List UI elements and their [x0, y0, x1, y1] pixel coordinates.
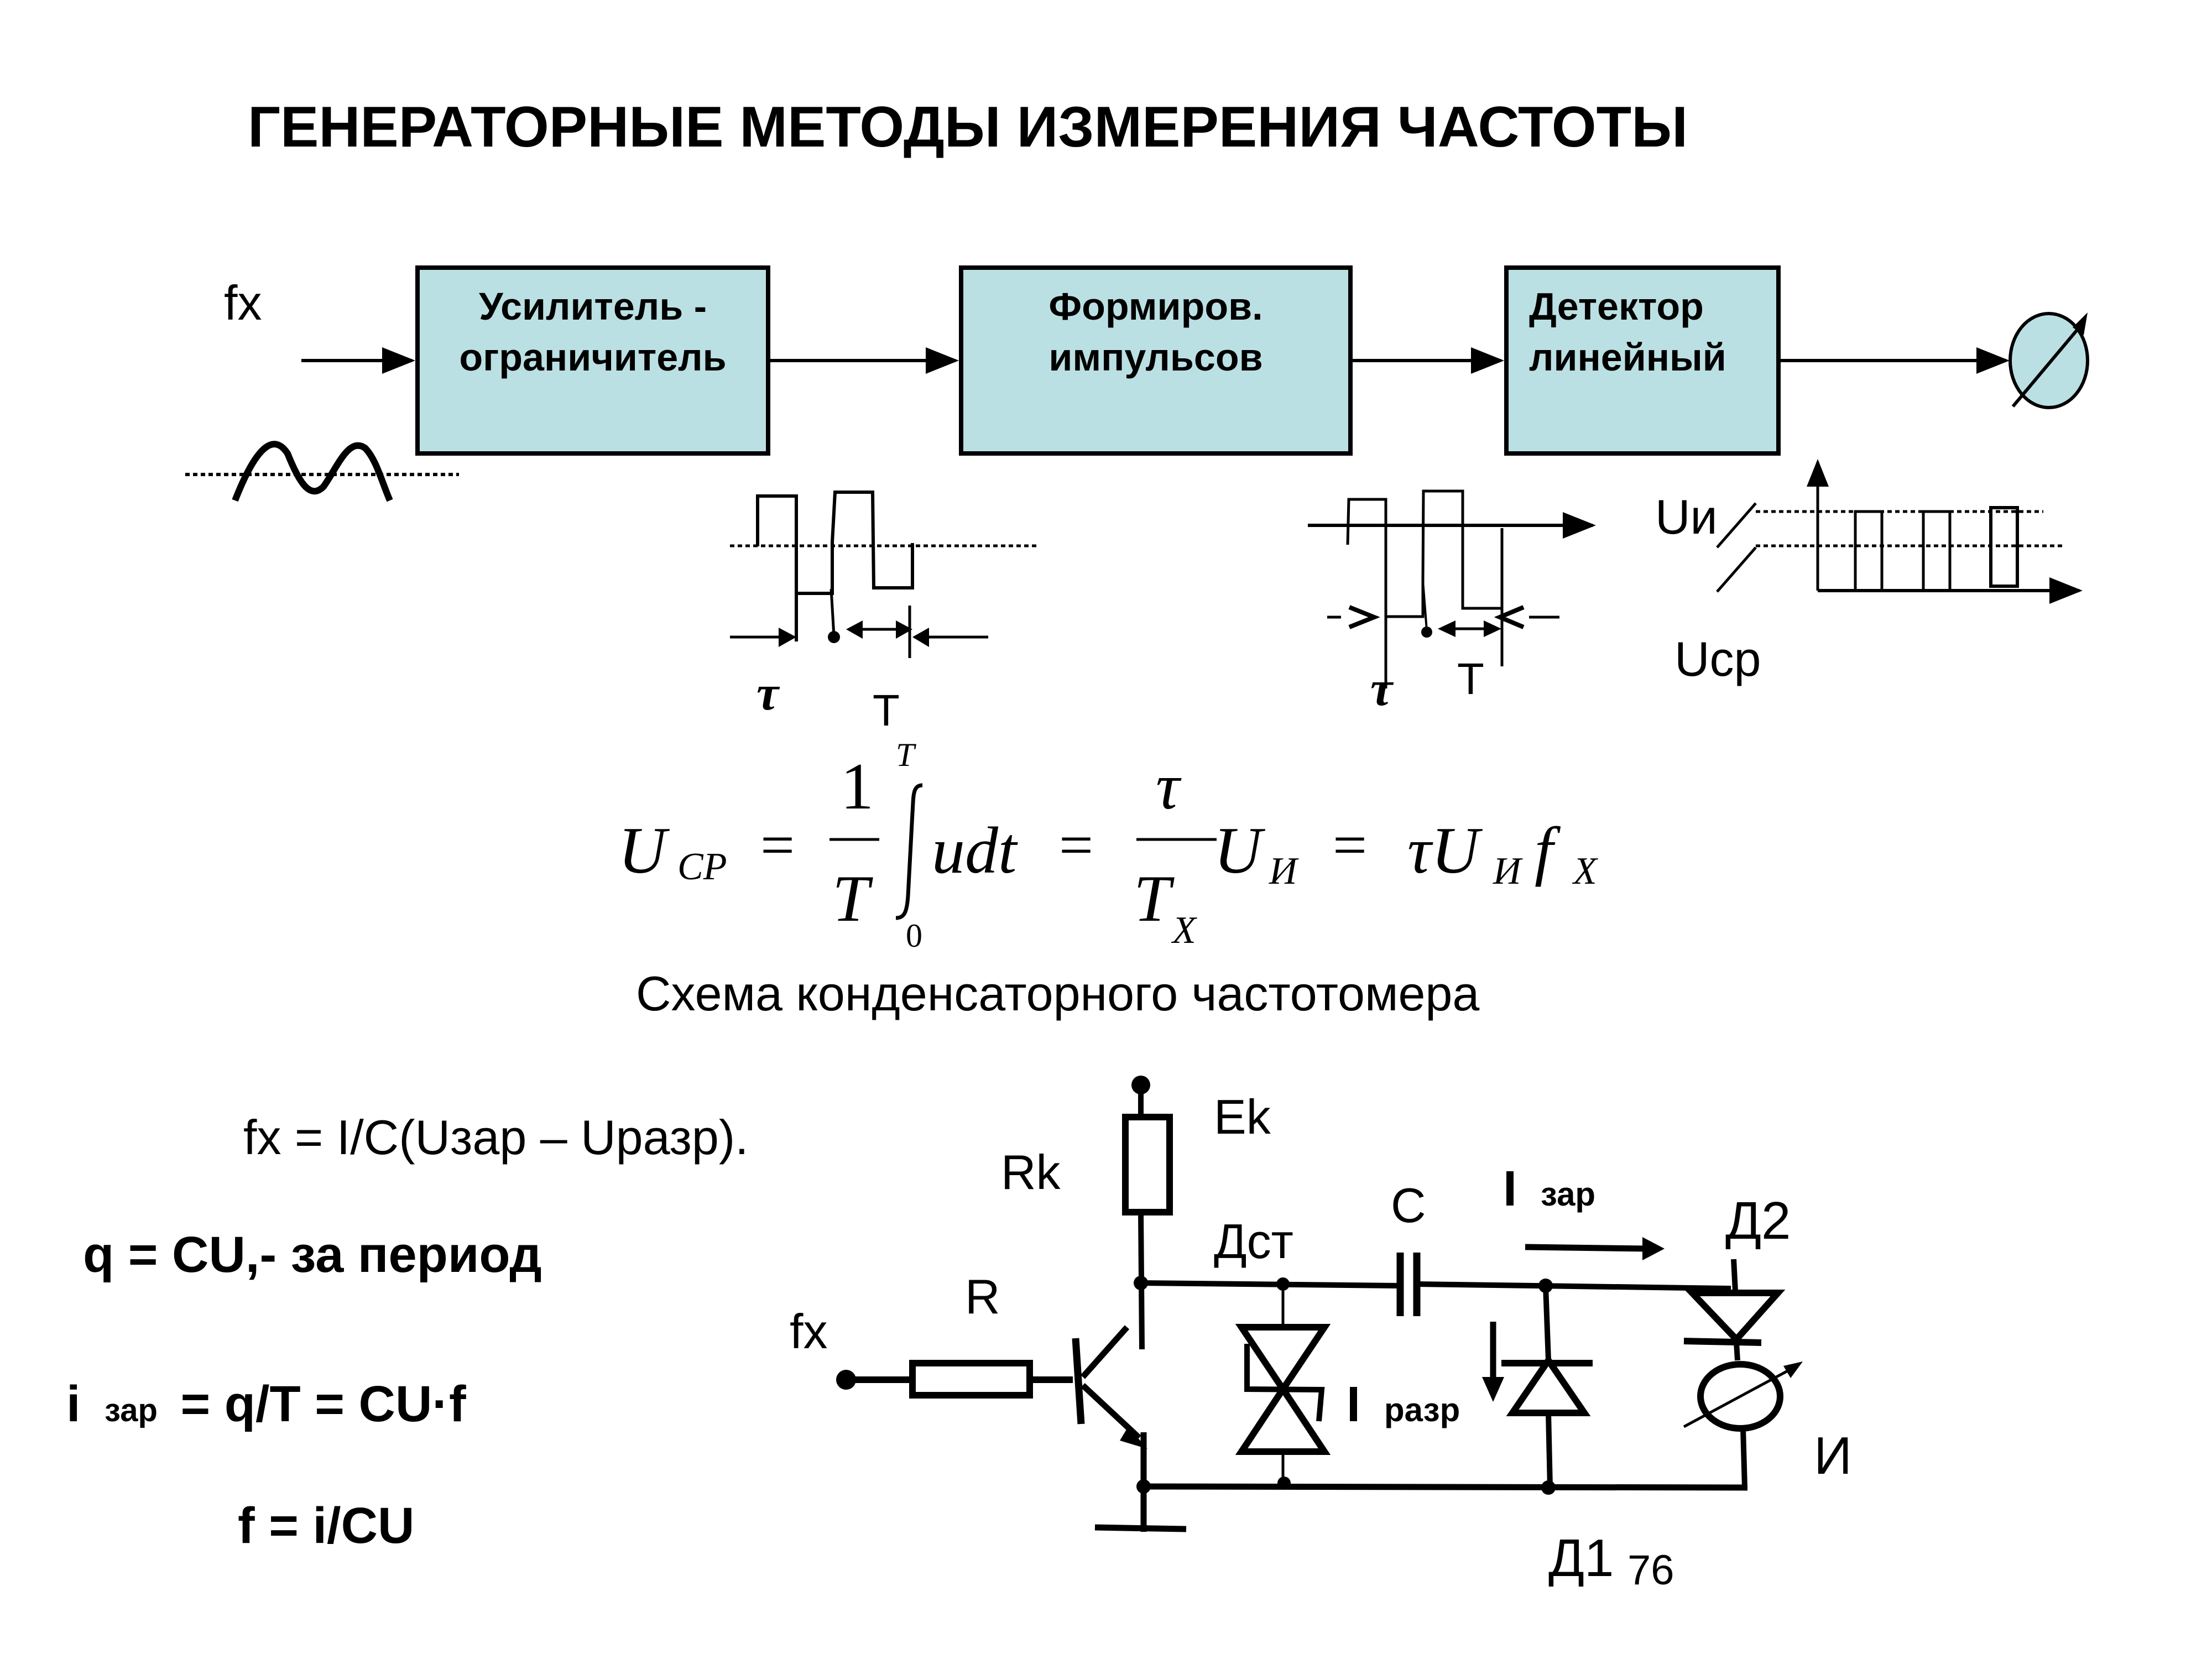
diode-d1 [1501, 1285, 1593, 1488]
formula-tail: τU [1407, 813, 1483, 887]
meter-icon [2008, 312, 2089, 409]
label-i-razr: I разр [1347, 1377, 1460, 1432]
block-linear-detector: Детектор линейный [1504, 265, 1781, 456]
label-i-razr-main: I [1347, 1377, 1360, 1432]
page-number: 76 [1627, 1547, 1674, 1594]
formula-frac2-num: τ [1156, 749, 1182, 823]
waveform-shaper-tau: τ [757, 666, 780, 721]
label-dst: Дст [1214, 1214, 1293, 1269]
equation-current-sub: зар [105, 1392, 158, 1428]
label-u-pulse: Uи [1655, 489, 1718, 544]
formula-u: U [1214, 813, 1266, 887]
input-label-fx: fx [224, 275, 262, 330]
formula-tail-sub: И [1493, 850, 1523, 893]
formula-frac1-num: 1 [841, 749, 874, 823]
block-linear-detector-line1: Детектор [1529, 285, 1704, 328]
waveform-shaper: τ T [730, 491, 1040, 735]
formula-frac2-den-sub: X [1171, 909, 1198, 952]
formula-u-sub: И [1269, 850, 1299, 893]
waveform-output: Uи Uср [1655, 459, 2083, 686]
formula-f: f [1535, 813, 1561, 887]
equation-fx: fx = I/C(Uзар – Uразр). [243, 1110, 749, 1165]
block-amplifier-limiter-line2: ограничитель [459, 336, 726, 379]
formula-integrand: udt [932, 813, 1018, 887]
waveform-shaper-period: T [873, 686, 900, 735]
equation-frequency: f = i/CU [238, 1498, 414, 1554]
formula-frac2-den: T [1134, 862, 1175, 935]
formula-eq1: = [760, 811, 795, 879]
block-pulse-shaper-line2: импульсов [1048, 336, 1262, 379]
resistor-rk [1122, 1114, 1173, 1215]
label-r: R [965, 1269, 1000, 1324]
slide-title: ГЕНЕРАТОРНЫЕ МЕТОДЫ ИЗМЕРЕНИЯ ЧАСТОТЫ [248, 95, 1688, 159]
block-amplifier-limiter-line1: Усилитель - [479, 285, 707, 328]
label-u-avg: Uср [1674, 632, 1761, 686]
circuit: Ek Rk C Дст fx R [790, 1076, 1852, 1588]
label-d1: Д1 [1548, 1528, 1614, 1588]
transistor [1072, 1325, 1147, 1532]
formula-eq3: = [1333, 811, 1367, 879]
block-diagram: fx Усилитель - ограничитель Формиров. им… [185, 265, 2089, 502]
label-c: C [1391, 1178, 1426, 1233]
block-linear-detector-box [1504, 265, 1781, 456]
block-pulse-shaper: Формиров. импульсов [959, 265, 1353, 456]
charge-current-arrow [1525, 1244, 1648, 1252]
label-fx-circuit: fx [790, 1304, 827, 1359]
section-title: Схема конденсаторного частотомера [636, 966, 1479, 1021]
formula-eq2: = [1059, 811, 1093, 879]
equation-current-rest: = q/T = CU·f [180, 1376, 466, 1432]
equation-current: i зар = q/T = CU·f [66, 1376, 466, 1432]
equation-charge: q = CU,- за период [83, 1227, 542, 1283]
block-pulse-shaper-box [959, 265, 1353, 456]
block-pulse-shaper-line1: Формиров. [1048, 285, 1262, 328]
label-rk: Rk [1001, 1145, 1061, 1199]
formula-lhs: U [618, 813, 670, 887]
label-i-zar-sub: зар [1541, 1176, 1595, 1213]
waveform-detector: τ T [1308, 489, 1596, 716]
formula-int-upper: T [896, 737, 916, 773]
waveform-detector-tau: τ [1370, 661, 1394, 716]
formula-lhs-sub: CP [677, 846, 727, 888]
label-d2: Д2 [1725, 1191, 1791, 1250]
label-i-zar-main: I [1503, 1161, 1517, 1217]
label-i-zar: I зар [1503, 1161, 1595, 1217]
block-amplifier-limiter: Усилитель - ограничитель [415, 265, 770, 456]
formula-f-sub: X [1572, 850, 1599, 893]
equations: fx = I/C(Uзар – Uразр). q = CU,- за пери… [66, 1110, 749, 1554]
zener-diode-dst [1235, 1284, 1331, 1483]
label-meter-i: И [1814, 1426, 1852, 1485]
ground-icon [1094, 1524, 1187, 1532]
diode-d2 [1683, 1259, 1786, 1361]
capacitor-c [1396, 1253, 1421, 1316]
resistor-r [909, 1360, 1033, 1399]
meter-i-icon [1683, 1361, 1803, 1488]
formula-frac1-den: T [832, 862, 873, 935]
label-ek: Ek [1214, 1089, 1271, 1144]
formula-ucp: U CP = 1 T T 0 udt = τ T X U И = τU И f … [618, 737, 1599, 954]
formula-int-lower: 0 [906, 917, 922, 954]
label-i-razr-sub: разр [1384, 1391, 1460, 1428]
waveform-detector-period: T [1457, 654, 1484, 703]
block-linear-detector-line2: линейный [1529, 336, 1726, 379]
equation-current-i: i [66, 1376, 81, 1432]
sine-wave-icon [185, 441, 459, 502]
